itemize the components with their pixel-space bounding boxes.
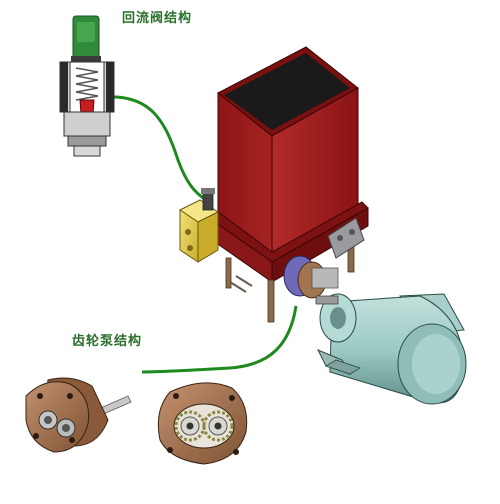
gear-pump-body-angled	[25, 377, 132, 453]
pump-coupling	[283, 255, 339, 299]
relief-valve-structure-label: 回流阀结构	[122, 11, 193, 26]
oil-tank	[211, 46, 369, 323]
gear-pump-structure-label: 齿轮泵结构	[72, 334, 143, 349]
relief-valve-leader-line	[106, 95, 207, 202]
relief-valve-cutaway	[59, 15, 115, 157]
electric-motor	[315, 293, 467, 405]
gear-pump-leader-line	[141, 305, 298, 374]
valve-block	[179, 188, 219, 263]
gear-pump-face-view	[157, 382, 248, 465]
